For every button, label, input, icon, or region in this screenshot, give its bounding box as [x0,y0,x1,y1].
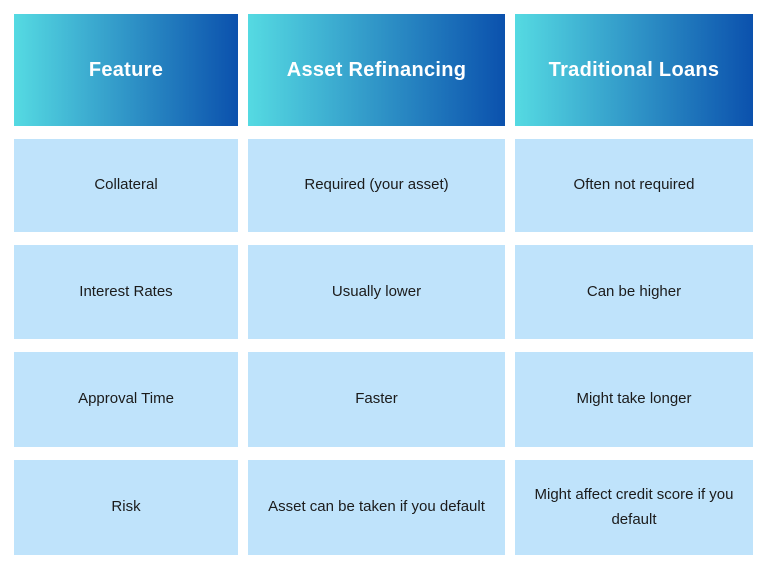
row-interest-rates-traditional-loans: Can be higher [515,245,753,339]
row-risk-asset-refinancing: Asset can be taken if you default [248,460,505,555]
row-approval-time-feature: Approval Time [14,352,238,447]
header-cell-traditional-loans: Traditional Loans [515,14,753,126]
row-interest-rates-feature: Interest Rates [14,245,238,339]
row-collateral-asset-refinancing: Required (your asset) [248,139,505,232]
row-risk-traditional-loans: Might affect credit score if you default [515,460,753,555]
row-collateral-traditional-loans: Often not required [515,139,753,232]
header-cell-feature: Feature [14,14,238,126]
row-interest-rates-asset-refinancing: Usually lower [248,245,505,339]
row-risk-feature: Risk [14,460,238,555]
row-approval-time-asset-refinancing: Faster [248,352,505,447]
row-approval-time-traditional-loans: Might take longer [515,352,753,447]
header-cell-asset-refinancing: Asset Refinancing [248,14,505,126]
row-collateral-feature: Collateral [14,139,238,232]
comparison-table: Feature Asset Refinancing Traditional Lo… [14,14,753,555]
